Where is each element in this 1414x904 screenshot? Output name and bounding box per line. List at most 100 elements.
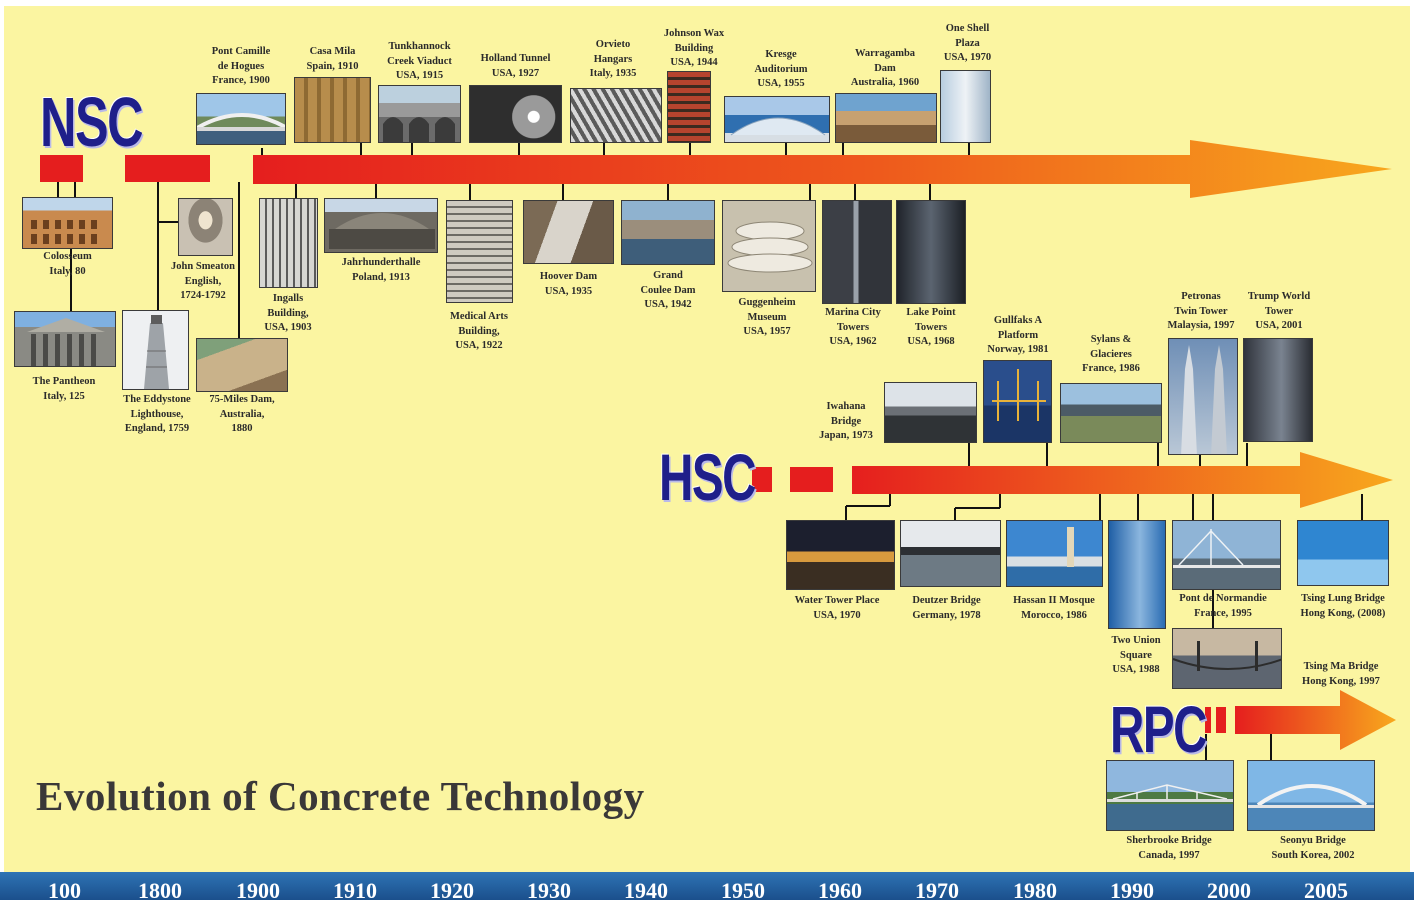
seonyu-bridge-photo	[1247, 760, 1375, 831]
75-miles-dam-photo	[196, 338, 288, 392]
axis-tick: 1960	[818, 878, 862, 903]
sylans-glacieres-photo	[1060, 383, 1162, 443]
guggenheim-museum-photo	[722, 200, 816, 292]
petronas-twin-tower-label: Petronas Twin Tower Malaysia, 1997	[1167, 291, 1235, 331]
ingalls-building-photo	[259, 198, 318, 288]
warragamba-dam-label: Warragamba Dam Australia, 1960	[850, 48, 920, 88]
pantheon-label: The Pantheon Italy, 125	[32, 376, 96, 402]
lake-point-towers-label: Lake Point Towers USA, 1968	[906, 307, 956, 347]
axis-tick: 1930	[527, 878, 571, 903]
hassan-ii-mosque-label: Hassan II Mosque Morocco, 1986	[1013, 595, 1095, 621]
tsing-lung-bridge-photo	[1297, 520, 1389, 586]
hoover-dam-photo	[523, 200, 614, 264]
diagram-title: Evolution of Concrete Technology	[36, 773, 645, 819]
casa-mila-label: Casa Mila Spain, 1910	[306, 46, 359, 72]
gullfaks-platform-photo	[983, 360, 1052, 443]
rpc-dash-2	[1216, 707, 1226, 733]
pont-camille-label: Pont Camille de Hogues France, 1900	[211, 46, 271, 86]
axis-tick: 1910	[333, 878, 377, 903]
petronas-twin-tower-photo	[1168, 338, 1238, 455]
hoover-dam-label: Hoover Dam USA, 1935	[539, 271, 598, 297]
deutzer-bridge-photo	[900, 520, 1001, 587]
axis-tick: 2000	[1207, 878, 1251, 903]
hsc-dash-1	[752, 467, 772, 492]
johnson-wax-photo	[667, 71, 711, 143]
tunkhannock-photo	[378, 85, 461, 143]
kresge-auditorium-label: Kresge Auditorium USA, 1955	[754, 49, 808, 89]
medical-arts-building-label: Medical Arts Building, USA, 1922	[449, 311, 509, 351]
one-shell-plaza-label: One Shell Plaza USA, 1970	[943, 23, 992, 63]
nsc-arrow	[253, 140, 1392, 198]
two-union-square-photo	[1108, 520, 1166, 629]
colosseum-photo	[22, 197, 113, 249]
eddystone-lighthouse-label: The Eddystone Lighthouse, England, 1759	[123, 394, 191, 434]
pantheon-photo	[14, 311, 116, 367]
axis-tick: 1980	[1013, 878, 1057, 903]
water-tower-place-label: Water Tower Place USA, 1970	[794, 595, 880, 621]
pont-de-normandie-photo	[1172, 520, 1281, 590]
jahrhunderthalle-label: Jahrhunderthalle Poland, 1913	[341, 257, 421, 283]
trump-world-tower-photo	[1243, 338, 1313, 442]
nsc-dash-1	[40, 155, 83, 182]
pont-de-normandie-label: Pont de Normandie France, 1995	[1179, 593, 1267, 619]
axis-tick: 1900	[236, 878, 280, 903]
grand-coulee-dam-label: Grand Coulee Dam USA, 1942	[640, 270, 696, 310]
sherbrooke-bridge-label: Sherbrooke Bridge Canada, 1997	[1126, 835, 1212, 861]
one-shell-plaza-photo	[940, 70, 991, 143]
axis-tick: 1950	[721, 878, 765, 903]
deutzer-bridge-label: Deutzer Bridge Germany, 1978	[912, 595, 981, 621]
axis-tick: 1920	[430, 878, 474, 903]
colosseum-label: Colosseum Italy, 80	[43, 251, 92, 277]
axis-tick: 1990	[1110, 878, 1154, 903]
tsing-ma-bridge-photo	[1172, 628, 1282, 689]
orvieto-hangars-photo	[570, 88, 662, 143]
rpc-dash-1	[1205, 707, 1211, 733]
75-miles-dam-label: 75-Miles Dam, Australia, 1880	[209, 394, 275, 434]
hsc-arrow	[852, 452, 1393, 508]
axis-tick: 1940	[624, 878, 668, 903]
hassan-ii-mosque-photo	[1006, 520, 1103, 587]
seonyu-bridge-label: Seonyu Bridge South Korea, 2002	[1271, 835, 1355, 861]
warragamba-dam-photo	[835, 93, 937, 143]
holland-tunnel-label: Holland Tunnel USA, 1927	[480, 53, 551, 79]
rpc-label: RPC	[1110, 692, 1207, 766]
kresge-auditorium-photo	[724, 96, 830, 143]
hsc-dash-2	[790, 467, 833, 492]
axis-tick: 1970	[915, 878, 959, 903]
tsing-lung-bridge-label: Tsing Lung Bridge Hong Kong, (2008)	[1300, 593, 1386, 619]
tunkhannock-label: Tunkhannock Creek Viaduct USA, 1915	[387, 41, 452, 81]
two-union-square-label: Two Union Square USA, 1988	[1111, 635, 1161, 675]
john-smeaton-label: John Smeaton English, 1724-1792	[171, 261, 235, 301]
iwahana-bridge-photo	[884, 382, 977, 443]
marina-city-towers-label: Marina City Towers USA, 1962	[825, 307, 881, 347]
pont-camille-photo	[196, 93, 286, 145]
time-axis-bar	[0, 872, 1414, 900]
johnson-wax-label: Johnson Wax Building USA, 1944	[663, 28, 725, 68]
grand-coulee-dam-photo	[621, 200, 715, 265]
rpc-arrow	[1235, 690, 1396, 750]
holland-tunnel-photo	[469, 85, 562, 143]
guggenheim-museum-label: Guggenheim Museum USA, 1957	[738, 297, 796, 337]
orvieto-hangars-label: Orvieto Hangars Italy, 1935	[589, 39, 637, 79]
marina-city-towers-photo	[822, 200, 892, 304]
john-smeaton-portrait	[178, 198, 233, 256]
jahrhunderthalle-photo	[324, 198, 438, 253]
eddystone-lighthouse-photo	[122, 310, 189, 390]
nsc-label: NSC	[40, 83, 144, 161]
axis-tick: 2005	[1304, 878, 1348, 903]
casa-mila-photo	[294, 77, 371, 143]
water-tower-place-photo	[786, 520, 895, 590]
lake-point-towers-photo	[896, 200, 966, 304]
medical-arts-building-photo	[446, 200, 513, 303]
hsc-label: HSC	[659, 440, 756, 514]
nsc-dash-2	[125, 155, 210, 182]
sherbrooke-bridge-photo	[1106, 760, 1234, 831]
trump-world-tower-label: Trump World Tower USA, 2001	[1247, 291, 1311, 331]
tsing-ma-bridge-label: Tsing Ma Bridge Hong Kong, 1997	[1302, 661, 1380, 687]
iwahana-bridge-label: Iwahana Bridge Japan, 1973	[819, 401, 873, 441]
gullfaks-platform-label: Gullfaks A Platform Norway, 1981	[987, 315, 1049, 355]
ingalls-building-label: Ingalls Building, USA, 1903	[264, 293, 312, 333]
connector-lines	[57, 143, 1363, 760]
